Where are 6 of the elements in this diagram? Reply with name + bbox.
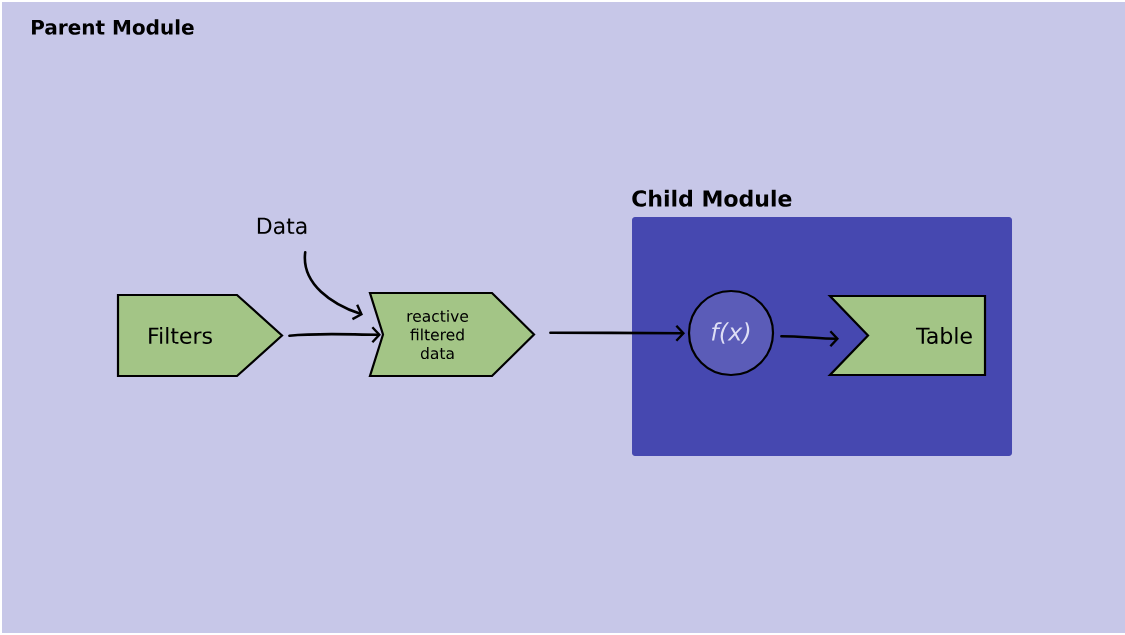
node-label: Child Module <box>632 189 792 207</box>
arrow <box>780 330 839 348</box>
arrow <box>549 324 685 342</box>
arrow <box>288 326 381 344</box>
text-label: Data <box>257 217 307 235</box>
arrow <box>303 251 363 321</box>
